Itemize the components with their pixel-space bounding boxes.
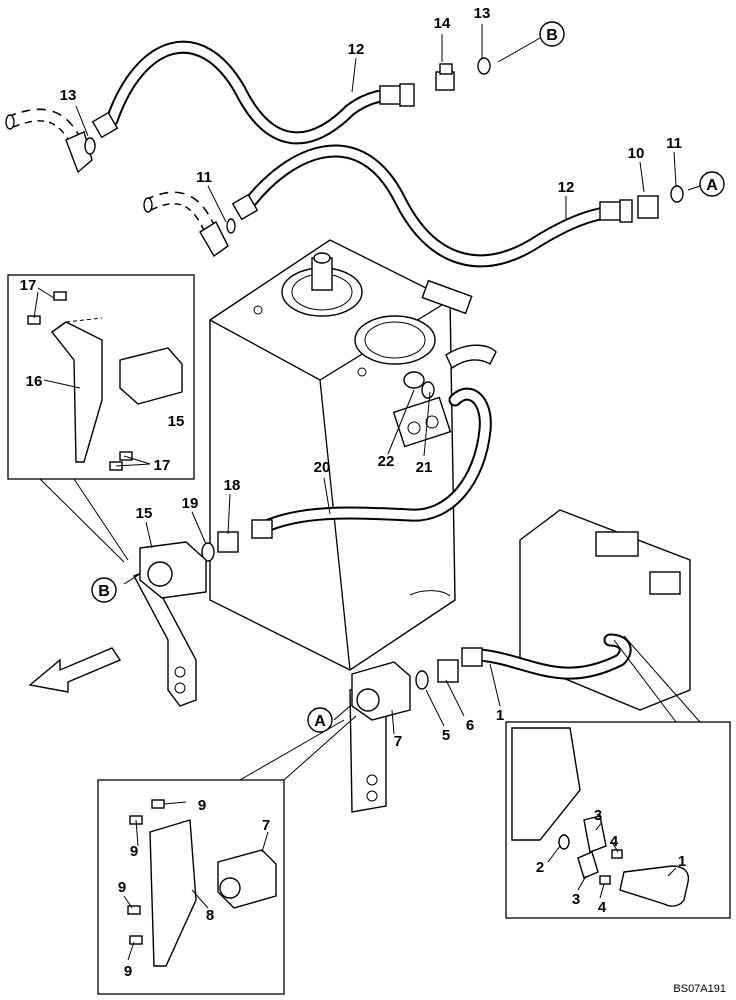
part-label: 9 xyxy=(198,797,206,814)
part-label: 3 xyxy=(594,807,602,824)
part-label: 12 xyxy=(558,179,575,196)
part-label: 15 xyxy=(136,505,153,522)
part-label: 4 xyxy=(610,833,619,850)
part-label: 7 xyxy=(262,817,270,834)
part-label: 4 xyxy=(598,899,607,916)
part-label: 10 xyxy=(628,145,645,162)
bracket-a-assembly xyxy=(349,661,411,813)
part-label: 9 xyxy=(118,879,126,896)
hose-upper xyxy=(91,40,415,145)
dashed-hose-end-upper xyxy=(5,108,93,174)
part-label: 3 xyxy=(572,891,580,908)
part-label: 18 xyxy=(224,477,241,494)
dashed-hose-end-middle xyxy=(143,191,236,258)
callout-a-bottom: A xyxy=(307,707,333,733)
hydraulic-tank xyxy=(209,239,497,671)
part-labels: 14 13 12 13 11 10 11 12 17 16 15 17 22 2… xyxy=(20,5,687,980)
control-valve xyxy=(415,509,691,711)
part-label: 9 xyxy=(124,963,132,980)
part-label: 11 xyxy=(666,135,682,152)
part-label: 15 xyxy=(168,413,185,430)
detail-box-valve-port xyxy=(505,721,731,919)
part-label: 5 xyxy=(442,727,450,744)
part-label: 8 xyxy=(206,907,214,924)
return-hose xyxy=(201,387,492,562)
part-label: 1 xyxy=(678,853,686,870)
bracket-b-assembly xyxy=(133,541,207,707)
callout-a-top: A xyxy=(699,171,725,197)
part-label: 12 xyxy=(348,41,365,58)
leader-lines xyxy=(33,24,701,961)
detail-box-bracket-b xyxy=(7,274,195,480)
part-label: 9 xyxy=(130,843,138,860)
callout-letter: B xyxy=(546,27,558,44)
callout-letter: A xyxy=(706,177,718,194)
part-label: 6 xyxy=(466,717,474,734)
part-label: 20 xyxy=(314,459,331,476)
callout-b-top: B xyxy=(539,21,565,47)
part-label: 13 xyxy=(60,87,77,104)
part-label: 2 xyxy=(536,859,544,876)
fittings-top xyxy=(84,57,491,155)
detail-box-bracket-a xyxy=(97,779,285,995)
part-label: 21 xyxy=(416,459,433,476)
part-label: 1 xyxy=(496,707,504,724)
callout-letter: B xyxy=(98,583,110,600)
drawing-code: BS07A191 xyxy=(673,983,726,995)
hose-lower xyxy=(231,144,684,268)
part-label: 17 xyxy=(154,457,171,474)
part-label: 11 xyxy=(196,169,212,186)
part-label: 17 xyxy=(20,277,37,294)
direction-arrow xyxy=(28,647,122,693)
part-label: 16 xyxy=(26,373,43,390)
callout-letter: A xyxy=(314,713,326,730)
part-label: 19 xyxy=(182,495,199,512)
part-label: 22 xyxy=(378,453,395,470)
callout-b-left: B xyxy=(91,577,117,603)
part-label: 7 xyxy=(394,733,402,750)
part-label: 14 xyxy=(434,15,451,32)
part-label: 13 xyxy=(474,5,491,22)
